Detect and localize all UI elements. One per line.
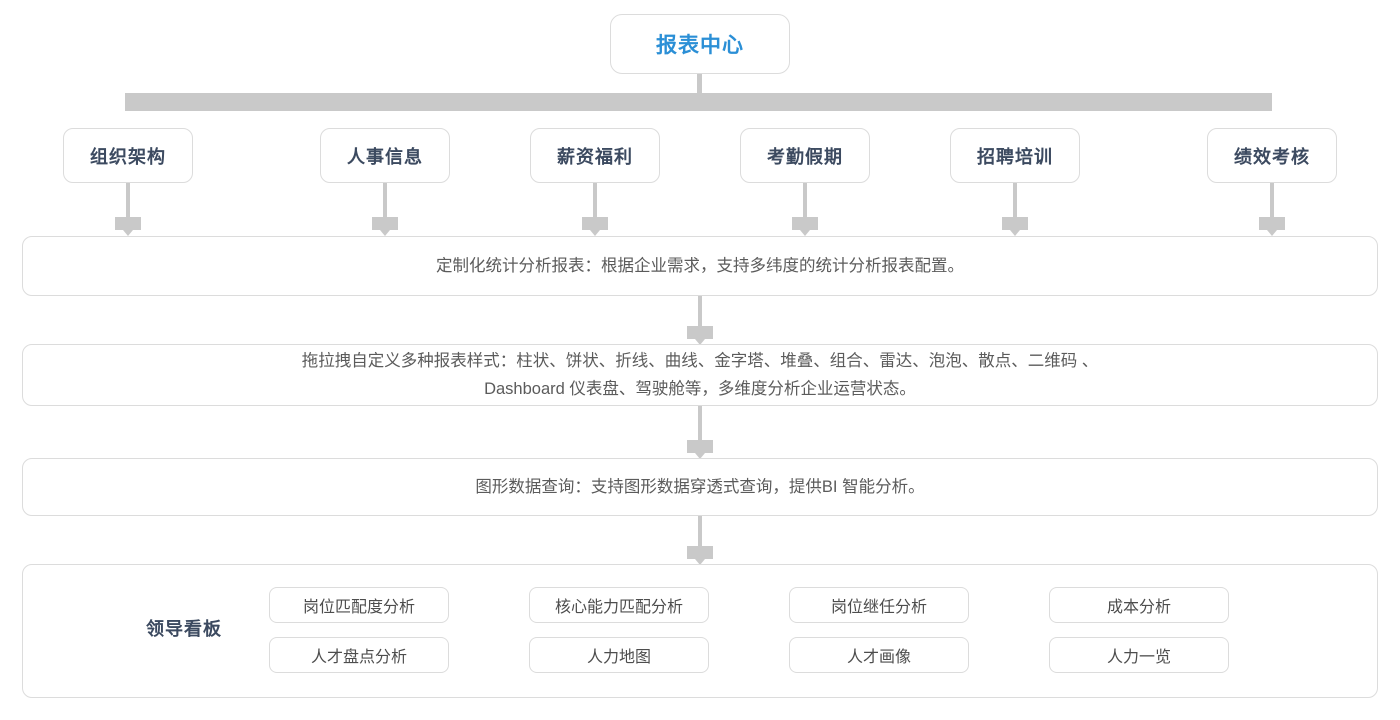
arrow-category-4-to-panel1 [792,183,818,236]
category-node-6[interactable]: 绩效考核 [1207,128,1337,183]
dashboard-chip-label: 人才盘点分析 [310,649,407,666]
arrow-category-2-to-panel1 [372,183,398,236]
dashboard-chip[interactable]: 岗位继任分析 [789,587,969,623]
dashboard-chip-label: 人力地图 [586,649,651,666]
leader-dashboard-panel[interactable]: 领导看板 岗位匹配度分析 核心能力匹配分析 岗位继任分析 成本分析人才盘点分析 人力地图… [22,564,1378,698]
dashboard-chip[interactable]: 人力地图 [529,637,709,673]
category-node-2[interactable]: 人事信息 [320,128,450,183]
category-node-3[interactable]: 薪资福利 [530,128,660,183]
root-node-report-center[interactable]: 报表中心 [610,14,790,74]
horizontal-trunk-bar [125,93,1272,111]
dashboard-chip-label: 岗位继任分析 [830,599,927,616]
dashboard-chip[interactable]: 成本分析 [1049,587,1229,623]
panel-graphic-query-text: 图形数据查询：支持图形数据穿透式查询，提供BI 智能分析。 [47,473,1353,501]
category-node-label: 绩效考核 [1234,146,1310,167]
root-node-label: 报表中心 [656,34,744,57]
panel-text-line: 拖拉拽自定义多种报表样式：柱状、饼状、折线、曲线、金字塔、堆叠、组合、雷达、泡泡… [301,352,1099,370]
arrow-panel1-to-panel2 [687,296,713,345]
category-node-5[interactable]: 招聘培训 [950,128,1080,183]
category-node-label: 薪资福利 [557,146,633,167]
panel-text-line: 定制化统计分析报表：根据企业需求，支持多纬度的统计分析报表配置。 [436,257,964,275]
dashboard-chip-label: 岗位匹配度分析 [302,599,415,616]
dashboard-chip-label: 人才画像 [846,649,911,666]
arrow-category-3-to-panel1 [582,183,608,236]
category-node-label: 人事信息 [347,146,423,167]
dashboard-chip[interactable]: 人才画像 [789,637,969,673]
panel-custom-reports-text: 定制化统计分析报表：根据企业需求，支持多纬度的统计分析报表配置。 [47,252,1353,280]
dashboard-chip[interactable]: 人力一览 [1049,637,1229,673]
dashboard-chip-grid: 岗位匹配度分析 核心能力匹配分析 岗位继任分析 成本分析人才盘点分析 人力地图 人才画像 人… [249,583,1359,683]
panel-graphic-query[interactable]: 图形数据查询：支持图形数据穿透式查询，提供BI 智能分析。 [22,458,1378,516]
root-connector-stem [697,74,702,94]
category-node-4[interactable]: 考勤假期 [740,128,870,183]
dashboard-chip-label: 成本分析 [1106,599,1171,616]
leader-dashboard-label: 领导看板 [146,619,222,639]
arrow-category-6-to-panel1 [1259,183,1285,236]
dashboard-chip[interactable]: 岗位匹配度分析 [269,587,449,623]
dashboard-chip[interactable]: 核心能力匹配分析 [529,587,709,623]
panel-report-styles[interactable]: 拖拉拽自定义多种报表样式：柱状、饼状、折线、曲线、金字塔、堆叠、组合、雷达、泡泡… [22,344,1378,406]
category-node-1[interactable]: 组织架构 [63,128,193,183]
category-node-label: 组织架构 [90,146,166,167]
panel-report-styles-text: 拖拉拽自定义多种报表样式：柱状、饼状、折线、曲线、金字塔、堆叠、组合、雷达、泡泡… [47,347,1353,403]
panel-text-line: 图形数据查询：支持图形数据穿透式查询，提供BI 智能分析。 [475,478,925,496]
arrow-category-5-to-panel1 [1002,183,1028,236]
arrow-panel3-to-dashboard [687,516,713,565]
category-node-label: 考勤假期 [767,146,843,167]
arrow-panel2-to-panel3 [687,406,713,459]
dashboard-chip-label: 核心能力匹配分析 [554,599,683,616]
panel-text-line: Dashboard 仪表盘、驾驶舱等，多维度分析企业运营状态。 [484,380,916,398]
arrow-category-1-to-panel1 [115,183,141,236]
panel-custom-reports[interactable]: 定制化统计分析报表：根据企业需求，支持多纬度的统计分析报表配置。 [22,236,1378,296]
dashboard-chip-label: 人力一览 [1106,649,1171,666]
category-node-label: 招聘培训 [977,146,1053,167]
dashboard-chip[interactable]: 人才盘点分析 [269,637,449,673]
